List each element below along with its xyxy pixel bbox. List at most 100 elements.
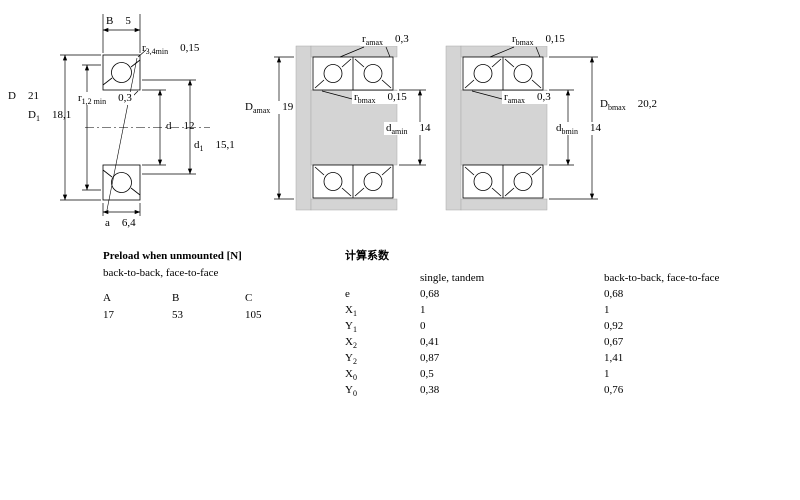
dim-value: 20,2 [637, 98, 657, 110]
dim-symbol: r [512, 33, 516, 45]
dim-subscript: amax [507, 96, 525, 105]
preload-subtitle: back-to-back, face-to-face [103, 267, 219, 279]
dim-symbol: a [105, 217, 110, 229]
preload-title: Preload when unmounted [N] [103, 250, 242, 262]
dim-r34min: r3,4min 0,15 [142, 42, 200, 56]
dim-Dbmax: Dbmax 20,2 [600, 98, 657, 112]
arrangement-drawing-a [312, 56, 394, 199]
factor-symbol: Y0 [345, 384, 357, 398]
dim-D1: D1 18,1 [28, 109, 72, 123]
calculation-factors-table: single, tandem back-to-back, face-to-fac… [345, 272, 779, 398]
factor-symbol: X2 [345, 336, 357, 350]
factors-header-single-tandem: single, tandem [420, 272, 485, 284]
factor-value-single: 0,5 [420, 368, 434, 380]
dim-subscript: bmin [561, 127, 578, 136]
dim-symbol: r [362, 33, 366, 45]
dim-value: 15,1 [215, 139, 235, 151]
factor-symbol: Y1 [345, 320, 357, 334]
dim-dbmin: dbmin 14 [554, 122, 603, 136]
preload-header-C: C [245, 292, 253, 304]
dim-subscript: amax [365, 38, 383, 47]
dim-value: 0,3 [118, 92, 132, 104]
dim-symbol: D [28, 109, 36, 121]
factor-value-single: 0,87 [420, 352, 440, 364]
dim-a: a 6,4 [105, 217, 136, 230]
arrangement-drawing-b [462, 56, 544, 199]
factors-header-spacer [345, 272, 420, 285]
dim-subscript: bmax [357, 96, 376, 105]
preload-table: A B C 17 53 105 [103, 292, 325, 322]
dim-symbol: r [78, 92, 82, 104]
dim-value: 18,1 [51, 109, 72, 121]
dim-symbol: D [600, 98, 608, 110]
factor-value-btb: 1 [604, 368, 610, 380]
preload-section: Preload when unmounted [N] back-to-back,… [103, 250, 325, 322]
dim-value: 19 [282, 101, 294, 113]
factors-header-back-to-back: back-to-back, face-to-face [604, 272, 720, 284]
dim-Damax: Damax 19 [243, 101, 296, 115]
dim-value: 0,15 [545, 33, 565, 45]
dim-damin: damin 14 [384, 122, 433, 136]
factor-symbol: X0 [345, 368, 357, 382]
dim-subscript: bmax [515, 38, 534, 47]
factor-value-single: 0,38 [420, 384, 440, 396]
preload-header-B: B [172, 292, 180, 304]
factor-value-single: 0 [420, 320, 426, 332]
dim-value: 0,3 [537, 91, 551, 103]
dim-value: 14 [419, 122, 431, 134]
dim-value: 6,4 [121, 217, 136, 229]
dim-r12min: r1,2 min 0,3 [76, 92, 134, 106]
factor-value-btb: 0,67 [604, 336, 624, 348]
factor-symbol: e [345, 288, 350, 300]
factor-value-btb: 0,68 [604, 288, 624, 300]
dim-symbol: r [504, 91, 508, 103]
single-bearing-cross-section [85, 54, 210, 211]
dim-value: 0,3 [395, 33, 409, 45]
factor-symbol: Y2 [345, 352, 357, 366]
dim-ramax-arrangement-a: ramax 0,3 [360, 33, 411, 47]
dim-d: d 12 [166, 120, 195, 133]
dim-symbol: d [166, 120, 172, 132]
dim-subscript: amax [252, 106, 271, 115]
dim-subscript: 1,2 min [81, 97, 107, 106]
preload-value-B: 53 [172, 309, 183, 321]
factor-value-btb: 0,76 [604, 384, 624, 396]
preload-value-A: 17 [103, 309, 114, 321]
dim-value: 0,15 [180, 42, 200, 54]
dim-symbol: r [142, 42, 146, 54]
dim-subscript: bmax [607, 103, 626, 112]
dim-symbol: D [8, 90, 16, 102]
dim-value: 21 [27, 90, 39, 102]
preload-header-A: A [103, 292, 111, 304]
dim-rbmax-arrangement-b: rbmax 0,15 [510, 33, 567, 47]
factor-value-single: 0,41 [420, 336, 440, 348]
dim-value: 5 [125, 15, 131, 27]
dim-value: 14 [589, 122, 601, 134]
factor-value-single: 1 [420, 304, 426, 316]
dim-subscript: 3,4min [145, 47, 169, 56]
dim-ramax-arrangement-b: ramax 0,3 [502, 91, 553, 105]
dim-D: D 21 [8, 90, 39, 103]
calculation-factors-section: 计算系数 single, tandem back-to-back, face-t… [345, 250, 779, 398]
dim-symbol: B [106, 15, 114, 27]
dim-value: 12 [183, 120, 195, 132]
factor-value-btb: 0,92 [604, 320, 624, 332]
factor-value-single: 0,68 [420, 288, 440, 300]
dim-subscript: 1 [35, 114, 40, 123]
preload-value-C: 105 [245, 309, 262, 321]
factor-value-btb: 1,41 [604, 352, 624, 364]
dim-symbol: d [556, 122, 562, 134]
dim-symbol: D [245, 101, 253, 113]
factor-symbol: X1 [345, 304, 357, 318]
dim-subscript: 1 [199, 144, 204, 153]
factor-value-btb: 1 [604, 304, 610, 316]
dim-rbmax-arrangement-a: rbmax 0,15 [352, 91, 409, 105]
dim-symbol: d [386, 122, 392, 134]
calculation-factors-title: 计算系数 [345, 250, 389, 262]
dim-value: 0,15 [387, 91, 407, 103]
dim-symbol: r [354, 91, 358, 103]
dim-subscript: amin [391, 127, 408, 136]
